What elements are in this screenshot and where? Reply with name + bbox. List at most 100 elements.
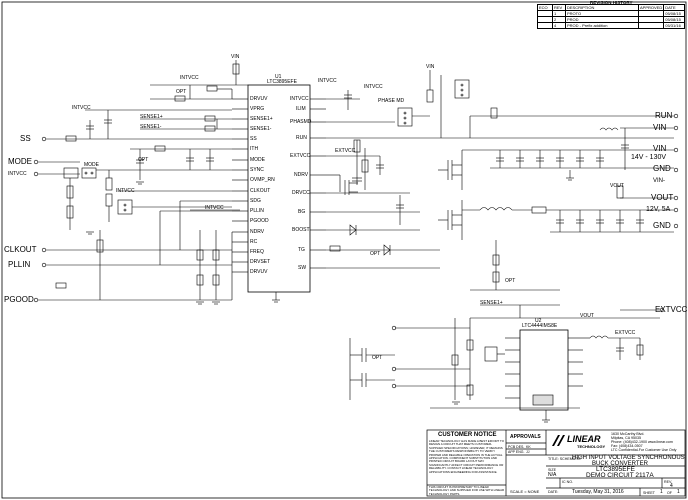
ic-u1-pin-r5: NDRV — [294, 172, 309, 178]
sheet-total: 1 — [677, 489, 680, 495]
ic-u1-pin-r0: INTVCC — [290, 96, 309, 102]
drv-section — [326, 139, 440, 269]
sheet-number: 1 — [660, 489, 663, 495]
ic-u1-ref: U1 — [275, 74, 282, 80]
label-opt-5: OPT — [372, 355, 383, 361]
ground-symbols — [86, 177, 574, 423]
company-address-3: Fax: (408)434-0507 — [611, 444, 643, 448]
ic-u2-body — [519, 329, 569, 411]
table-row: 4 PROD - Prefix addition 05/31/16 — [537, 22, 685, 29]
ic-u1-pin-l9: CLKOUT — [250, 188, 271, 194]
ic-u1-pin-l13: NDRV — [250, 229, 265, 235]
revision-header-row: ECO REV DESCRIPTION APPROVED DATE — [537, 4, 685, 11]
ic-u1-pin-l7: SYNC — [250, 167, 264, 173]
revision-table: ECO REV DESCRIPTION APPROVED DATE 1 PROT… — [537, 4, 685, 29]
label-sense1p-lower: SENSE1+ — [480, 300, 503, 306]
terminal-gnd-1: GND — [653, 164, 671, 173]
label-opt-2: OPT — [138, 157, 149, 163]
ic-u1-pin-l12: PGOOD — [250, 218, 269, 224]
ic-u1-pin-l15: FREQ — [250, 249, 264, 255]
approvals-app-val: JJ — [526, 450, 530, 454]
linear-logo-icon — [552, 435, 565, 446]
notice-body: LINEAR TECHNOLOGY HAS MADE A BEST EFFORT… — [429, 439, 504, 474]
sheet-of: OF — [667, 491, 672, 495]
label-mode: MODE — [84, 162, 99, 168]
ic-u1-pin-l6: MODE — [250, 157, 265, 163]
label-sense1p: SENSE1+ — [140, 114, 163, 120]
vin-range-label: 14V - 130V — [631, 154, 667, 161]
title-line2: BUCK CONVERTER — [592, 460, 648, 467]
ic-u1-pin-r6: DRVCC — [292, 190, 310, 196]
ic-u1-pin-r7: BG — [298, 209, 306, 215]
title-block-frame — [426, 429, 686, 497]
label-intvcc-1: INTVCC — [180, 75, 199, 81]
label-intvcc-6: INTVCC — [205, 205, 224, 211]
label-vout-2: VOUT — [580, 313, 594, 319]
terminal-vin-2: VIN — [653, 144, 667, 153]
company-tech: TECHNOLOGY — [577, 444, 606, 449]
label-opt-1: OPT — [176, 89, 187, 95]
ic-u2-ref: U2 — [535, 318, 542, 324]
mode-jumper — [63, 167, 232, 230]
approvals-title: APPROVALS — [510, 434, 541, 440]
terminal-mode: MODE — [8, 157, 32, 166]
terminal-vin-1: VIN — [653, 123, 667, 132]
approvals-pcb-des: PCB DES. — [508, 445, 525, 449]
ith-comp — [130, 145, 232, 180]
ic-u1-pin-l16: DRVSET — [250, 259, 271, 265]
ic-u1-pin-l17: DRVUV — [250, 269, 268, 275]
terminal-clkout: CLKOUT — [4, 245, 37, 254]
terminal-vout: VOUT — [651, 193, 674, 202]
company-name: LINEAR — [567, 434, 601, 444]
ic-u1-body — [247, 84, 311, 293]
company-address-2: Phone: (408)432-1900 www.linear.com — [611, 440, 673, 444]
ic-u1-pin-r9: TG — [298, 247, 305, 253]
terminal-run: RUN — [655, 111, 673, 120]
notice-footer: THIS CIRCUIT IS PROPRIETARY TO LINEAR TE… — [429, 485, 505, 496]
label-phase-mode: PHASE MD — [378, 98, 405, 104]
terminal-pgood: PGOOD — [4, 295, 34, 304]
approvals-pcb-val: KK — [526, 445, 531, 449]
ic-u1-pin-l8: OVMP_RN — [250, 177, 275, 183]
terminal-pllin: PLLIN — [8, 260, 31, 269]
approvals-scale: SCALE = NONE — [510, 489, 540, 494]
ic-u1-pin-l14: RC — [250, 239, 258, 245]
terminal-intvcc-left: INTVCC — [8, 171, 27, 177]
label-extvcc: EXTVCC — [335, 148, 356, 154]
input-caps — [462, 125, 679, 178]
vin-top — [150, 60, 248, 86]
ic-u1-pin-r10: SW — [298, 265, 307, 271]
ic-u1-left-pins — [232, 98, 248, 273]
ic-u2-pins — [505, 337, 583, 420]
ic-no-label: IC NO. — [562, 480, 573, 484]
ic-u1-pin-l1: VPRG — [250, 106, 265, 112]
ic-u1-pin-r1: ILIM — [296, 106, 306, 112]
ic-u1-pin-l10: SDG — [250, 198, 261, 204]
terminal-gnd-2: GND — [653, 221, 671, 230]
label-intvcc-2: INTVCC — [72, 105, 91, 111]
ic-u1-pin-l3: SENSE1- — [250, 126, 272, 132]
ic-u1-pin-r8: BOOST — [292, 227, 310, 233]
ic-u1-pin-l5: ITH — [250, 146, 259, 152]
pgood-network — [55, 230, 104, 300]
vout-spec-label: 12V, 5A — [646, 206, 671, 213]
label-opt-3: OPT — [370, 251, 381, 257]
ic-u1-part: LTC3895EFE — [267, 79, 297, 85]
ic-u1-pin-r2: PHASMD — [290, 119, 312, 125]
ic-u1-pin-l0: DRVUV — [250, 96, 268, 102]
revision-title: REVISION HISTORY — [590, 0, 633, 5]
company-address-1: Milpitas, CA 95035 — [611, 436, 641, 440]
title-label: TITLE: SCHEMATIC — [548, 457, 581, 461]
sheet-label: SHEET — [643, 491, 655, 495]
terminal-wires-left — [33, 136, 233, 303]
ic-u1-pin-l2: SENSE1+ — [250, 116, 273, 122]
output-stage — [462, 185, 679, 291]
terminal-vin-neg: VIN- — [653, 178, 665, 184]
label-extvcc-2: EXTVCC — [615, 330, 636, 336]
label-opt-4: OPT — [505, 278, 516, 284]
part-number: LTC3895EFE — [596, 466, 635, 473]
ic-u1-pin-r3: RUN — [296, 135, 307, 141]
rev-label: REV. — [664, 480, 673, 484]
jp-sync — [117, 190, 232, 215]
